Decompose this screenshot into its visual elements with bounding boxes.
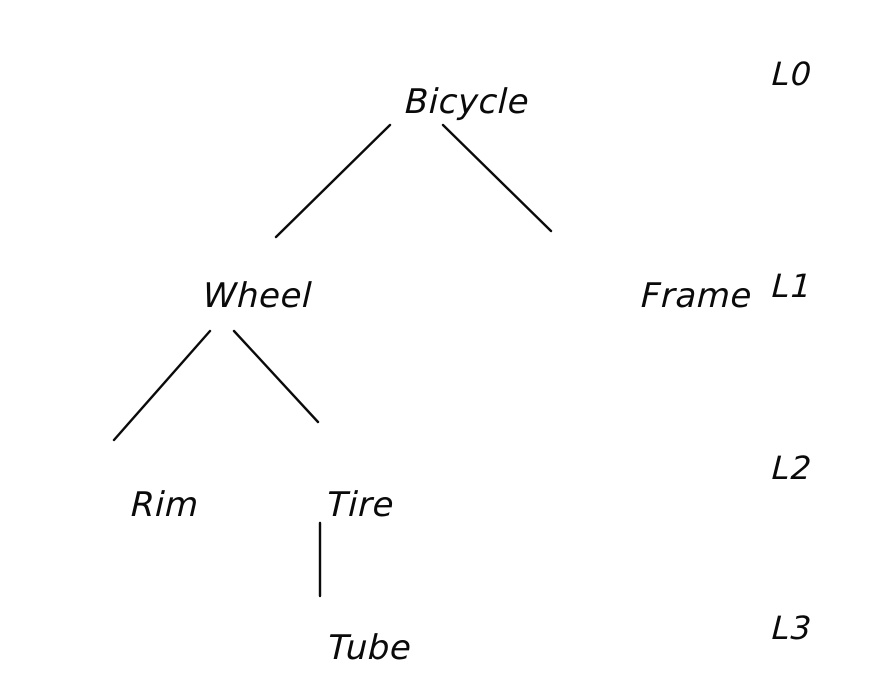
tree-edge-bicycle-wheel <box>274 123 392 239</box>
level-label-l3: L3 <box>771 609 814 647</box>
tree-node-frame[interactable]: Frame <box>640 276 753 316</box>
tree-edge-wheel-tire <box>232 329 320 424</box>
tree-node-bicycle[interactable]: Bicycle <box>404 82 530 122</box>
tree-node-tire[interactable]: Tire <box>326 485 395 525</box>
tree-node-tube[interactable]: Tube <box>327 628 413 668</box>
tree-node-wheel[interactable]: Wheel <box>202 276 313 316</box>
level-label-l0: L0 <box>771 55 814 93</box>
tree-edge-bicycle-frame <box>441 123 553 233</box>
tree-node-rim[interactable]: Rim <box>130 485 200 525</box>
tree-edge-wheel-rim <box>112 329 212 442</box>
level-label-l2: L2 <box>771 449 814 487</box>
level-label-l1: L1 <box>771 267 814 305</box>
